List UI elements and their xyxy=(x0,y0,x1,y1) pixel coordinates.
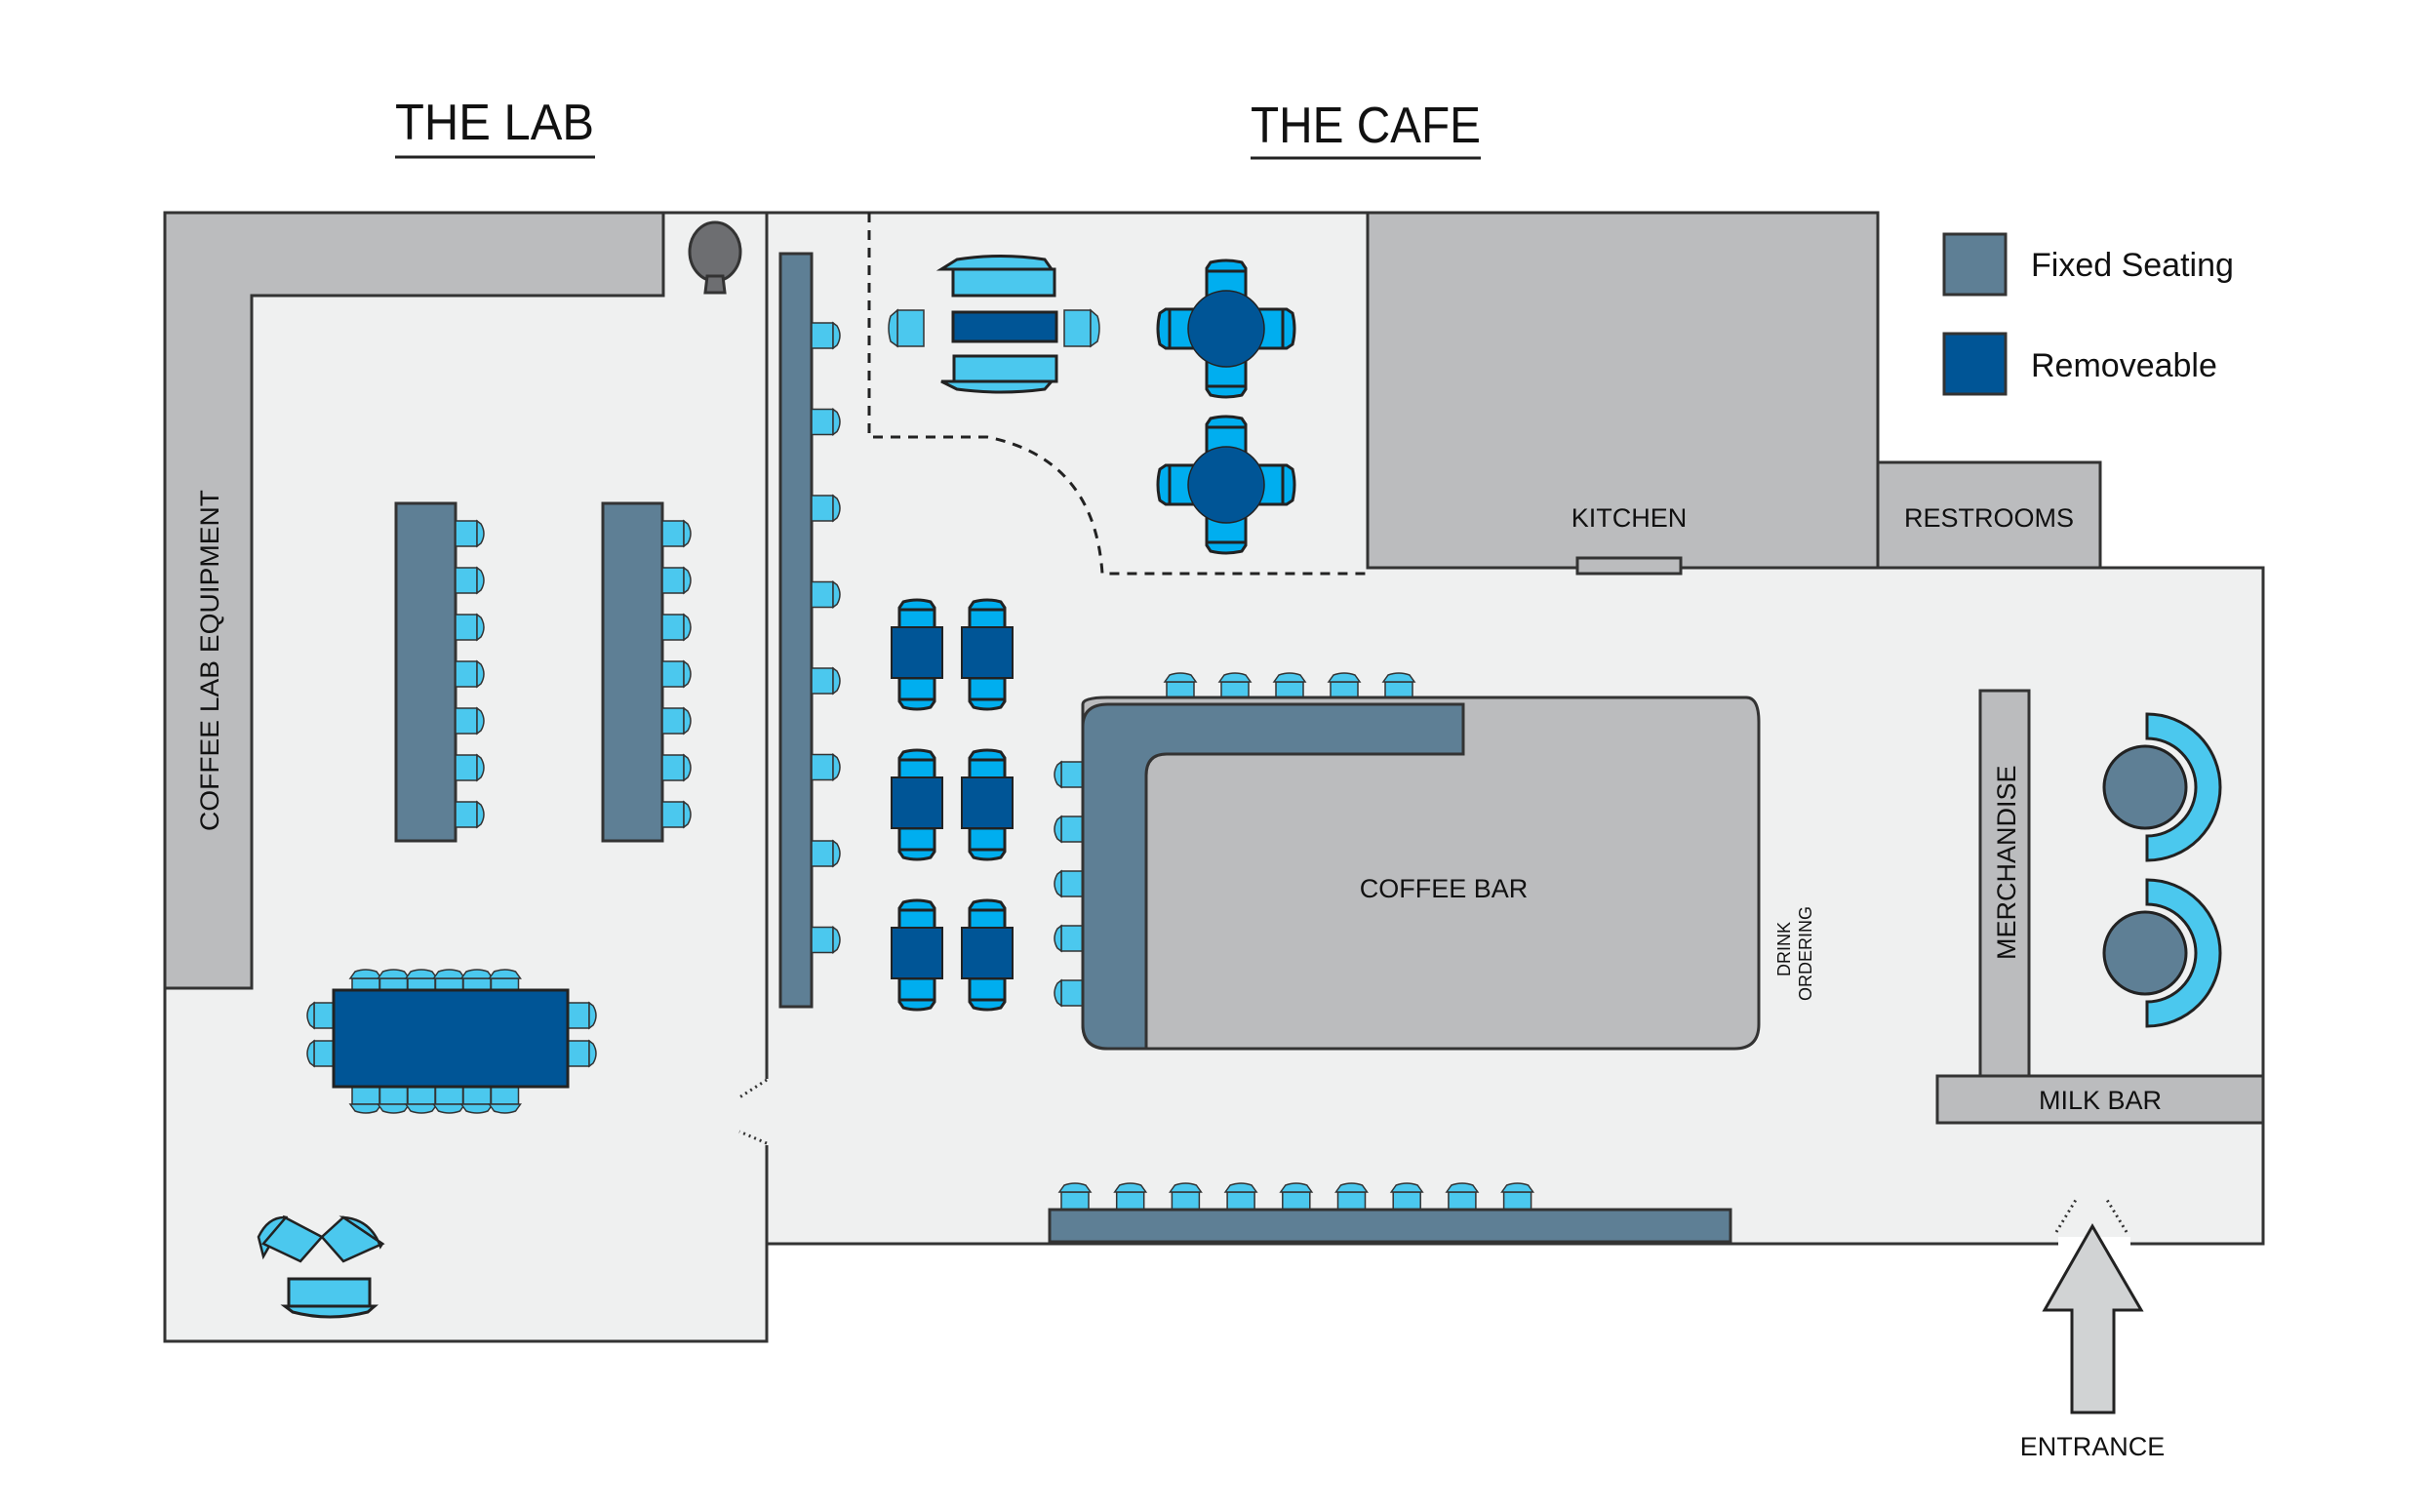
entrance-label: ENTRANCE xyxy=(2020,1432,2166,1461)
kitchen-label: KITCHEN xyxy=(1572,503,1688,533)
coffee-bar-label: COFFEE BAR xyxy=(1360,874,1529,903)
lab-fixed-table-1 xyxy=(394,501,458,843)
stool xyxy=(455,567,485,594)
lab-room: COFFEE LAB EQUIPMENT xyxy=(163,211,769,1343)
stool xyxy=(1446,1182,1479,1211)
two-top-table xyxy=(960,898,1015,1012)
lab-title: THE LAB xyxy=(395,95,594,151)
stool xyxy=(1054,816,1084,843)
stool xyxy=(811,322,841,349)
stool xyxy=(1164,672,1197,700)
two-top-table xyxy=(890,898,944,1012)
chair xyxy=(306,1002,337,1029)
stool xyxy=(1328,672,1361,700)
drink-ordering-label-1: DRINK xyxy=(1774,922,1794,976)
stool xyxy=(1273,672,1306,700)
stool xyxy=(1280,1182,1313,1211)
stool xyxy=(661,801,692,828)
stool xyxy=(1224,1182,1257,1211)
stool xyxy=(1113,1182,1147,1211)
patio-bench-table xyxy=(888,255,1100,394)
front-counter xyxy=(1048,1208,1732,1244)
two-top-table xyxy=(960,748,1015,861)
lab-removeable-table xyxy=(332,988,570,1089)
lab-equipment-counter xyxy=(163,211,665,990)
cafe-wall-counter xyxy=(778,252,814,1009)
legend-label-fixed: Fixed Seating xyxy=(2031,247,2234,284)
stool xyxy=(455,707,485,735)
lounge-chair-right xyxy=(320,1215,385,1263)
restrooms-label: RESTROOMS xyxy=(1904,503,2074,533)
lounge-chair-left xyxy=(257,1214,324,1263)
stool xyxy=(455,754,485,781)
stool xyxy=(455,660,485,688)
stool xyxy=(661,520,692,547)
stool xyxy=(1218,672,1252,700)
stool xyxy=(811,926,841,954)
stool xyxy=(455,520,485,547)
cafe-title: THE CAFE xyxy=(1251,98,1481,154)
chair xyxy=(405,1086,438,1114)
stool xyxy=(1390,1182,1423,1211)
stool xyxy=(455,614,485,641)
two-top-table xyxy=(960,598,1015,711)
chair xyxy=(567,1002,597,1029)
two-top-table xyxy=(890,598,944,711)
front-counter-stools xyxy=(1058,1182,1534,1211)
legend-swatch-fixed xyxy=(1942,232,2008,297)
stool xyxy=(661,660,692,688)
stool xyxy=(455,801,485,828)
lab-equipment-label: COFFEE LAB EQUIPMENT xyxy=(195,490,224,831)
lamp-icon xyxy=(688,220,742,295)
chair xyxy=(432,1086,466,1114)
stool xyxy=(811,840,841,867)
kitchen-pass xyxy=(1575,556,1683,576)
coffee-bar-seating-counter xyxy=(1081,702,1465,1051)
stool xyxy=(1169,1182,1203,1211)
stool xyxy=(1054,761,1084,788)
legend-label-removeable: Removeable xyxy=(2031,347,2217,384)
stool xyxy=(811,580,841,609)
chair xyxy=(349,1086,382,1114)
merchandise-label: MERCHANDISE xyxy=(1992,765,2021,960)
stool xyxy=(811,667,841,695)
patio-boundary xyxy=(867,213,1368,576)
stool xyxy=(1054,925,1084,952)
lab-fixed-table-2 xyxy=(601,501,664,843)
stool xyxy=(1382,672,1415,700)
stool xyxy=(1058,1182,1092,1211)
entrance-arrow-icon[interactable] xyxy=(2042,1222,2144,1414)
two-top-table xyxy=(890,748,944,861)
milk-bar xyxy=(1935,1074,2265,1125)
stool xyxy=(1500,1182,1534,1211)
chair xyxy=(567,1040,597,1067)
stool xyxy=(1054,979,1084,1007)
lounge-sofa xyxy=(280,1277,379,1319)
stool xyxy=(811,408,841,436)
milk-bar-label: MILK BAR xyxy=(2039,1086,2162,1115)
chair xyxy=(488,1086,522,1114)
chair xyxy=(460,1086,494,1114)
drink-ordering-label-2: ORDERING xyxy=(1796,906,1815,1001)
legend-swatch-removeable xyxy=(1942,332,2008,396)
stool xyxy=(1054,870,1084,897)
stool xyxy=(661,707,692,735)
stool xyxy=(811,753,841,781)
restrooms xyxy=(1876,460,2102,570)
stool xyxy=(661,754,692,781)
stool xyxy=(811,495,841,522)
chair xyxy=(306,1040,337,1067)
coffee-bar: COFFEE BAR DRINK ORDERING xyxy=(1054,672,1815,1051)
stool xyxy=(1334,1182,1369,1211)
stool xyxy=(661,567,692,594)
cafe-room: KITCHEN RESTROOMS xyxy=(738,211,2265,1249)
chair xyxy=(377,1086,411,1114)
stool xyxy=(661,614,692,641)
legend: Fixed Seating Removeable xyxy=(1942,232,2234,396)
